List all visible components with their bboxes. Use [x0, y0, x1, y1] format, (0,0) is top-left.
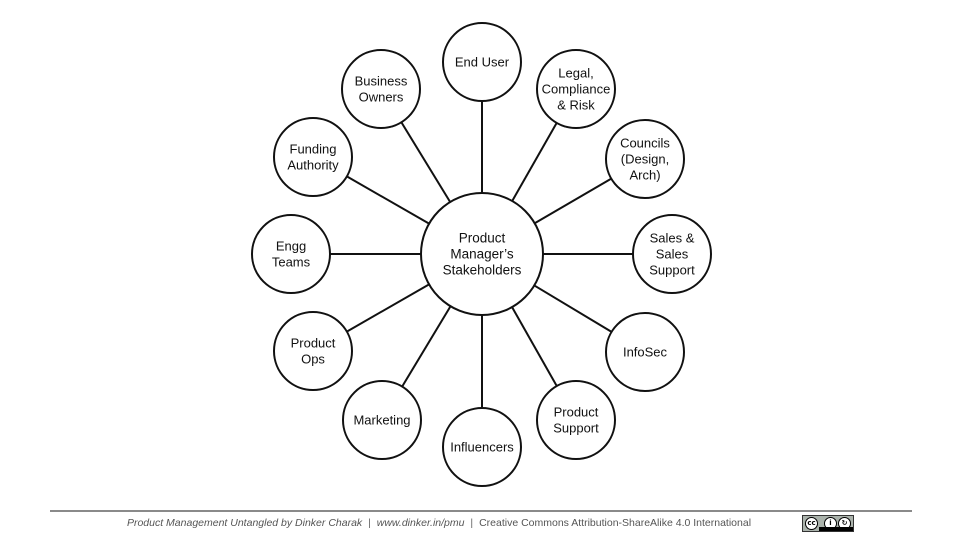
connector-product-support: [511, 306, 558, 387]
node-label-sales-support-line: Sales: [656, 247, 689, 262]
node-label-business-owners-line: Owners: [359, 90, 404, 105]
node-label-product-ops-line: Product: [291, 336, 336, 351]
node-legal-compliance-risk: Legal,Compliance& Risk: [536, 49, 616, 129]
node-circle: [342, 380, 422, 460]
node-label-business-owners-line: Business: [355, 74, 408, 89]
node-label-legal-compliance-risk-line: Legal,: [558, 66, 593, 81]
node-circle: [442, 407, 522, 487]
node-label-funding-authority-line: Funding: [290, 142, 337, 157]
node-label-engg-teams-line: Teams: [272, 255, 311, 270]
node-councils: Councils(Design,Arch): [605, 119, 685, 199]
cc-by-sa-badge-icon: cc i ↻: [802, 515, 854, 532]
footer-credit: Product Management Untangled by Dinker C…: [126, 517, 363, 529]
node-label-infosec-line: InfoSec: [623, 345, 668, 360]
footer-separator: |: [368, 517, 371, 529]
node-circle: [536, 49, 616, 129]
footer-url: www.dinker.in/pmu: [376, 517, 465, 529]
node-end-user: End User: [442, 22, 522, 102]
node-label-legal-compliance-risk-line: Compliance: [542, 82, 611, 97]
node-marketing: Marketing: [342, 380, 422, 460]
node-label-legal-compliance-risk-line: & Risk: [557, 98, 595, 113]
node-circle: [536, 380, 616, 460]
node-circle: [442, 22, 522, 102]
connector-infosec: [533, 284, 613, 333]
connector-business-owners: [400, 121, 452, 203]
node-circle: [341, 49, 421, 129]
node-label-councils-line: Arch): [629, 168, 660, 183]
node-label-funding-authority-line: Authority: [287, 158, 339, 173]
connector-funding-authority: [346, 175, 430, 225]
connector-legal-compliance-risk: [511, 122, 558, 202]
spokes: [330, 101, 633, 408]
node-label-product-support-line: Product: [554, 405, 599, 420]
hub-label-line: Product: [459, 231, 506, 246]
node-label-influencers-line: Influencers: [450, 440, 514, 455]
connector-product-ops: [346, 283, 430, 333]
node-circle: [273, 311, 353, 391]
node-circle: [605, 119, 685, 199]
connector-councils: [534, 177, 612, 225]
connector-marketing: [401, 305, 452, 388]
footer-separator: |: [470, 517, 474, 529]
hub-label-line: Manager’s: [450, 247, 514, 262]
footer: Product Management Untangled by Dinker C…: [0, 517, 878, 529]
node-circle: [605, 312, 685, 392]
footer-divider: [50, 510, 912, 512]
node-label-product-support-line: Support: [553, 421, 599, 436]
hub-circle: [420, 192, 544, 316]
hub-label-line: Stakeholders: [443, 263, 522, 278]
node-influencers: Influencers: [442, 407, 522, 487]
node-circle: [273, 117, 353, 197]
node-label-engg-teams-line: Engg: [276, 239, 306, 254]
node-label-sales-support-line: Support: [649, 263, 695, 278]
footer-license: Creative Commons Attribution-ShareAlike …: [479, 517, 752, 529]
node-label-product-ops-line: Ops: [301, 352, 325, 367]
node-label-councils-line: (Design,: [621, 152, 669, 167]
node-circle: [632, 214, 712, 294]
node-label-end-user-line: End User: [455, 55, 510, 70]
node-label-councils-line: Councils: [620, 136, 670, 151]
node-label-marketing-line: Marketing: [353, 413, 410, 428]
node-label-sales-support-line: Sales &: [650, 231, 695, 246]
node-circle: [251, 214, 331, 294]
node-infosec: InfoSec: [605, 312, 685, 392]
